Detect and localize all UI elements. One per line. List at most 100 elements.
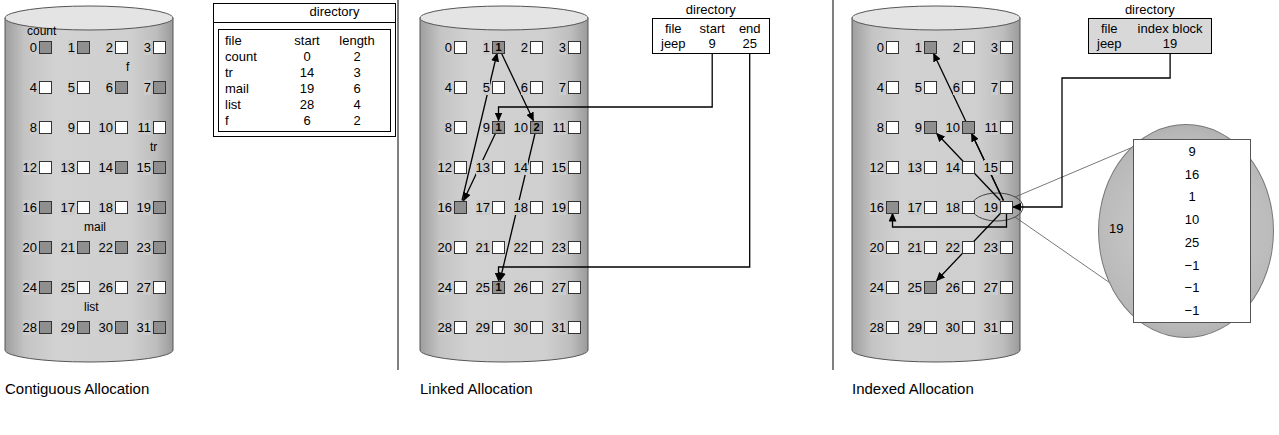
disk-block: 31 [135,320,166,334]
block-square [924,281,937,294]
block-square [115,81,128,94]
block-square [1000,121,1013,134]
number-holder: 5 [906,80,922,95]
number-holder: 19 [982,200,998,215]
block-square [115,281,128,294]
table-cell: jeep [661,36,686,51]
number-holder: 4 [21,80,37,95]
number-holder: 13 [474,160,490,175]
pointer-arrow [499,54,713,121]
directory-table: directoryfilestartlengthcount02tr143mail… [213,3,396,137]
block-square [530,81,543,94]
disk-block: 10 [944,120,975,134]
pointer-value: 2 [533,122,539,133]
number-holder: 12 [868,160,884,175]
index-entry: −1 [1134,303,1250,318]
number-holder: 15 [550,160,566,175]
block-square [568,81,581,94]
disk-block: 18 [944,200,975,214]
block-square [454,321,467,334]
number-holder: 1 [906,40,922,55]
block-square [492,81,505,94]
block-number: 0 [30,40,37,55]
directory-heading: directory [652,2,770,18]
block-number: 20 [438,240,452,255]
block-square [454,121,467,134]
pointer-arrow [972,134,1004,201]
number-holder: 20 [436,240,452,255]
caption: Linked Allocation [420,380,533,397]
block-square [39,41,52,54]
index-entry: 25 [1134,235,1250,250]
block-square [1000,281,1013,294]
disk-block: 1 [59,40,90,54]
disk-block: 13 [906,160,937,174]
table-cell: index block [1138,21,1203,36]
number-holder: 4 [436,80,452,95]
block-number: 4 [30,80,37,95]
number-holder: 22 [512,240,528,255]
number-holder: 14 [97,160,113,175]
disk-block: 26 [97,280,128,294]
block-number: 10 [946,120,960,135]
number-holder: 30 [97,320,113,335]
file-label: mail [84,220,106,234]
block-number: 12 [23,160,37,175]
block-number: 3 [991,40,998,55]
disk-block: 2 [512,40,543,54]
block-square [115,321,128,334]
directory-grid: fileindex blockjeep19 [1088,18,1212,54]
disk-block: 22 [512,240,543,254]
index-block-contents: 91611025−1−1−1 [1133,139,1251,323]
table-cell: 4 [331,97,383,112]
number-holder: 28 [868,320,884,335]
block-number: 5 [483,80,490,95]
pointer-arrow [499,54,750,281]
number-holder: 23 [135,240,151,255]
number-holder: 30 [944,320,960,335]
number-holder: 11 [550,120,566,135]
block-number: 17 [476,200,490,215]
block-square [962,41,975,54]
disk-block: 8 [21,120,52,134]
disk-block: 6 [97,80,128,94]
block-number: 20 [23,240,37,255]
number-holder: 29 [59,320,75,335]
number-holder: 26 [512,280,528,295]
number-holder: 24 [21,280,37,295]
disk-block: 21 [906,240,937,254]
index-entry: −1 [1134,280,1250,295]
block-number: 2 [106,40,113,55]
index-entry: −1 [1134,258,1250,273]
table-cell: 6 [283,113,331,128]
block-square [568,41,581,54]
block-number: 30 [946,320,960,335]
block-square [39,201,52,214]
block-number: 15 [552,160,566,175]
block-number: 17 [908,200,922,215]
block-number: 15 [984,160,998,175]
block-square [886,241,899,254]
block-square [886,161,899,174]
number-holder: 5 [59,80,75,95]
block-number: 19 [984,200,998,215]
disk-block: 23 [550,240,581,254]
number-holder: 16 [436,200,452,215]
number-holder: 2 [512,40,528,55]
block-number: 21 [476,240,490,255]
block-square [39,281,52,294]
table-cell: file [1097,21,1122,36]
disk-block: 22 [97,240,128,254]
pointer-value: 1 [495,122,501,133]
table-cell: end [739,21,761,36]
pointer-arrow [934,54,1004,201]
block-number: 13 [476,160,490,175]
table-cell: start [283,33,331,48]
disk-block: 15 [982,160,1013,174]
block-square [962,201,975,214]
block-number: 3 [559,40,566,55]
block-square [39,321,52,334]
pointer-arrow [502,54,534,121]
block-square [530,201,543,214]
number-holder: 6 [944,80,960,95]
